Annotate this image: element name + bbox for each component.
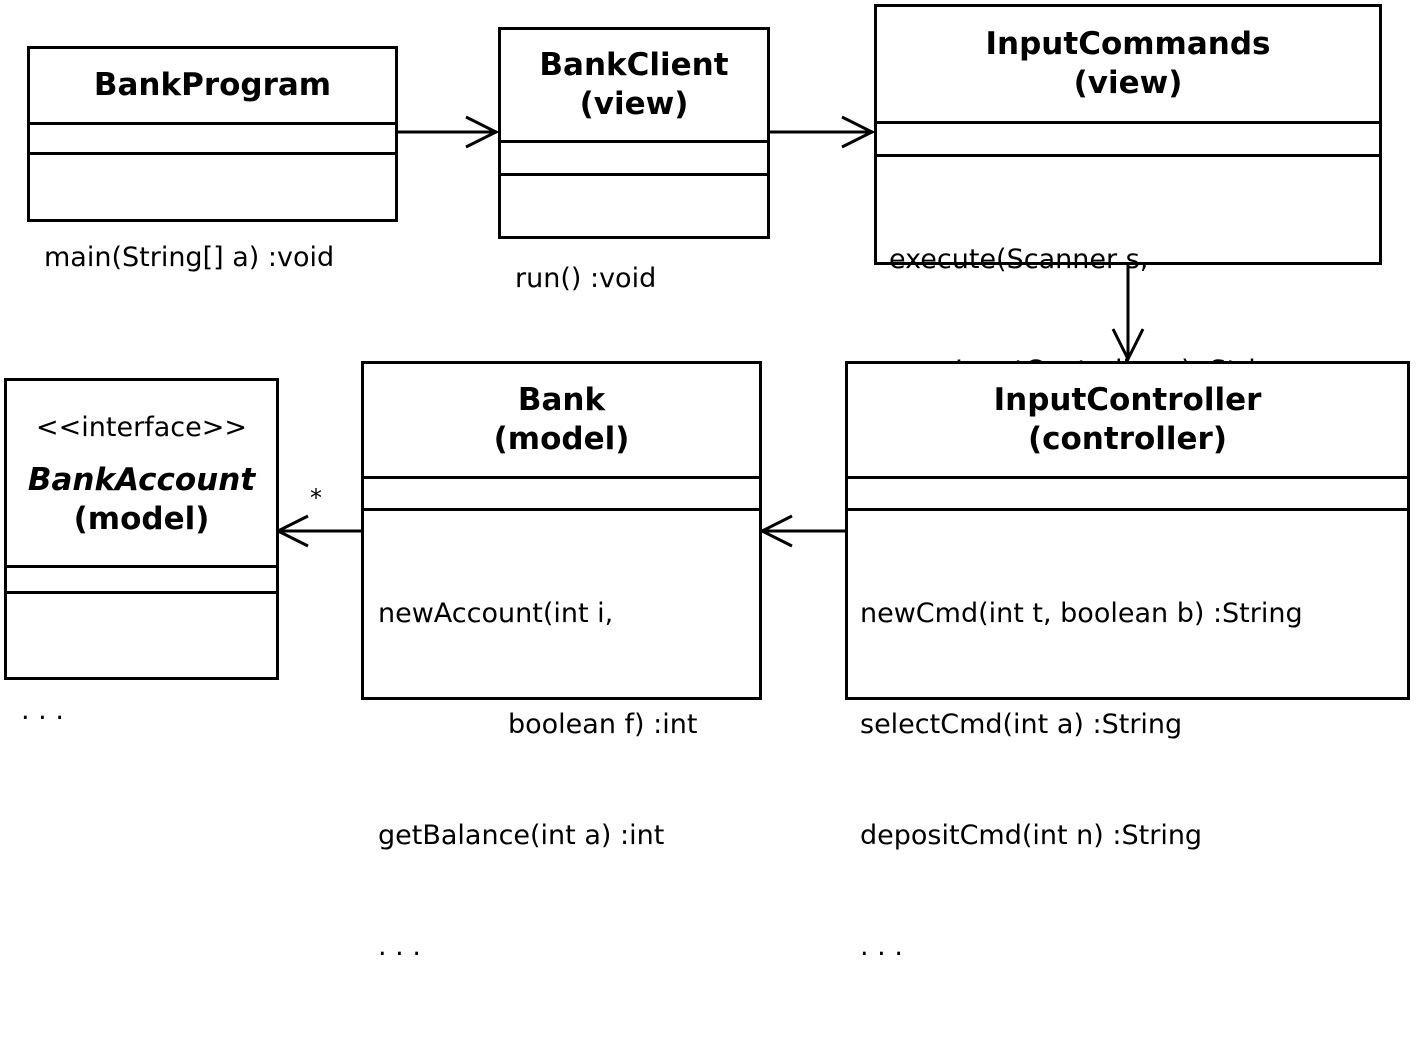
class-name: InputCommands: [985, 26, 1271, 62]
attributes-compartment: [30, 125, 395, 155]
interface-bankaccount: <<interface>> BankAccount (model) . . .: [4, 378, 279, 726]
ellipsis: . . .: [860, 931, 903, 962]
operations-compartment: newAccount(int i, boolean f) :int getBal…: [364, 511, 759, 1039]
attributes-compartment: [364, 479, 759, 511]
operation-continuation: boolean f) :int: [508, 709, 698, 740]
attributes-compartment: [7, 568, 276, 594]
operation: newAccount(int i,: [378, 598, 614, 629]
class-header: Bank (model): [364, 364, 759, 479]
class-header: BankClient (view): [501, 30, 767, 143]
operations-compartment: run() :void: [501, 176, 767, 371]
class-role: (view): [1073, 65, 1183, 101]
operations-compartment: . . .: [7, 594, 276, 803]
class-bankclient: BankClient (view) run() :void: [498, 27, 770, 294]
class-header: InputCommands (view): [877, 7, 1379, 124]
class-header: BankProgram: [30, 49, 395, 125]
class-inputcommands: InputCommands (view) execute(Scanner s, …: [874, 4, 1382, 386]
operation: newCmd(int t, boolean b) :String: [860, 598, 1303, 629]
class-bankprogram: BankProgram main(String[] a) :void: [27, 46, 398, 273]
class-role: (view): [579, 86, 689, 122]
operation: main(String[] a) :void: [44, 242, 335, 273]
arrowhead-inputcontroller: [1111, 328, 1145, 363]
attributes-compartment: [501, 143, 767, 176]
class-role: (controller): [1027, 421, 1228, 457]
connectors: [274, 115, 1145, 548]
class-role: (model): [493, 421, 630, 457]
operations-compartment: main(String[] a) :void: [30, 155, 395, 350]
arrowhead-bankclient: [465, 115, 500, 149]
attributes-compartment: [848, 479, 1407, 511]
class-inputcontroller: InputController (controller) newCmd(int …: [845, 361, 1410, 962]
class-header: InputController (controller): [848, 364, 1407, 479]
operation: run() :void: [515, 263, 657, 294]
operation: depositCmd(int n) :String: [860, 820, 1203, 851]
class-header: <<interface>> BankAccount (model): [7, 381, 276, 568]
attributes-compartment: [877, 124, 1379, 157]
class-bank: Bank (model) newAccount(int i, boolean f…: [361, 361, 762, 962]
class-name: BankAccount: [27, 461, 256, 498]
class-role: (model): [73, 500, 210, 537]
arrowhead-bank: [758, 514, 793, 548]
class-name: Bank: [517, 382, 606, 418]
operations-compartment: newCmd(int t, boolean b) :String selectC…: [848, 511, 1407, 1039]
class-name: BankClient: [539, 47, 729, 83]
ellipsis: . . .: [21, 695, 64, 726]
class-name: BankProgram: [93, 67, 332, 103]
operation: execute(Scanner s,: [889, 244, 1149, 275]
class-name: InputController: [993, 382, 1262, 418]
stereotype-label: <<interface>>: [36, 411, 247, 443]
arrowhead-inputcommands: [841, 115, 876, 149]
operation: getBalance(int a) :int: [378, 820, 665, 851]
ellipsis: . . .: [378, 931, 421, 962]
multiplicity-label: *: [310, 484, 322, 512]
operation: selectCmd(int a) :String: [860, 709, 1183, 740]
